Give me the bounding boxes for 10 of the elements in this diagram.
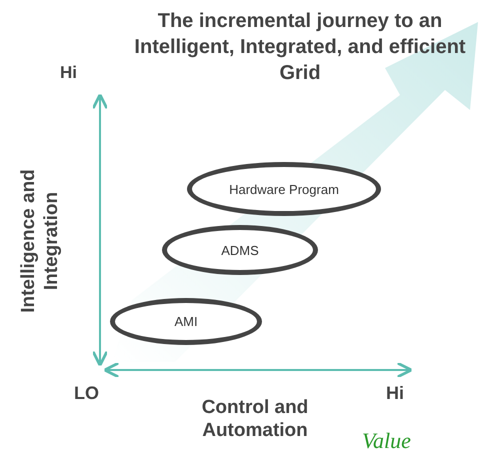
axis-title: Control and Automation [200,396,310,442]
axis-caption: Value [362,428,411,454]
axis-label: Hi [60,62,77,83]
axis-label: Hi [386,382,404,404]
title: The incremental journey to an Intelligent, Integrated, and efficient Grid [133,9,467,86]
axis-label: LO [74,382,99,404]
node-label: AMI [173,314,199,329]
node-label: Hardware Program [228,182,340,196]
node-label: ADMS [220,242,260,258]
axis-title: Intelligence and Integration [17,168,63,315]
